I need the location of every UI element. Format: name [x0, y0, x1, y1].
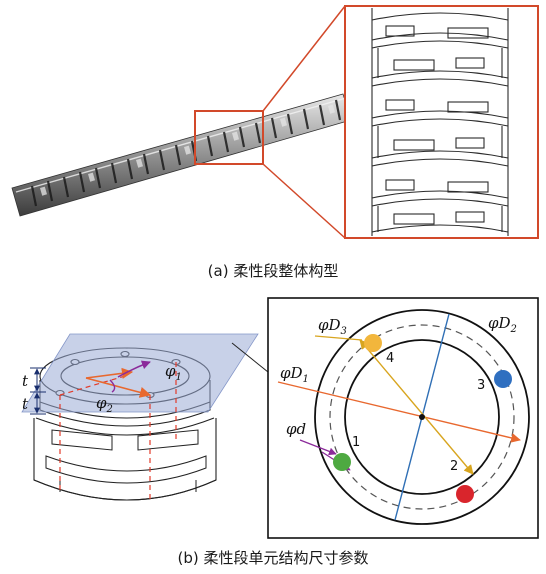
label-phi2: φ2 — [96, 394, 113, 415]
unit-3d-model — [21, 333, 259, 501]
hole-red-dot — [456, 485, 474, 503]
label-num-4: 4 — [386, 351, 394, 366]
label-phi1: φ1 — [165, 362, 182, 383]
center-point — [419, 414, 425, 420]
label-num-1: 1 — [352, 435, 360, 450]
cross-section-rings — [314, 309, 530, 525]
diameter-D3 — [359, 339, 474, 475]
label-d: φd — [286, 420, 306, 438]
hole-yellow-dot — [364, 334, 382, 352]
label-D2: φD2 — [488, 314, 517, 335]
label-num-3: 3 — [477, 378, 485, 393]
label-t-bottom: t — [22, 395, 29, 413]
label-num-2: 2 — [450, 459, 458, 474]
detail-leader — [231, 342, 269, 373]
label-D3: φD3 — [318, 316, 347, 337]
zoom-leader-bottom — [262, 163, 346, 239]
cross-section-panel — [267, 297, 539, 539]
section-plane — [21, 333, 259, 413]
leader-d — [299, 439, 337, 456]
zoom-selection-box — [194, 110, 264, 165]
caption-a: (a) 柔性段整体构型 — [207, 262, 339, 280]
label-t-top: t — [22, 372, 29, 390]
leader-D3 — [314, 335, 363, 341]
zoom-detail-panel — [344, 5, 539, 239]
hole-blue-dot — [494, 370, 512, 388]
hole-green-dot — [333, 453, 351, 471]
label-D1: φD1 — [280, 364, 309, 385]
caption-b: (b) 柔性段单元结构尺寸参数 — [177, 549, 369, 567]
zoom-leader-top — [262, 5, 346, 112]
